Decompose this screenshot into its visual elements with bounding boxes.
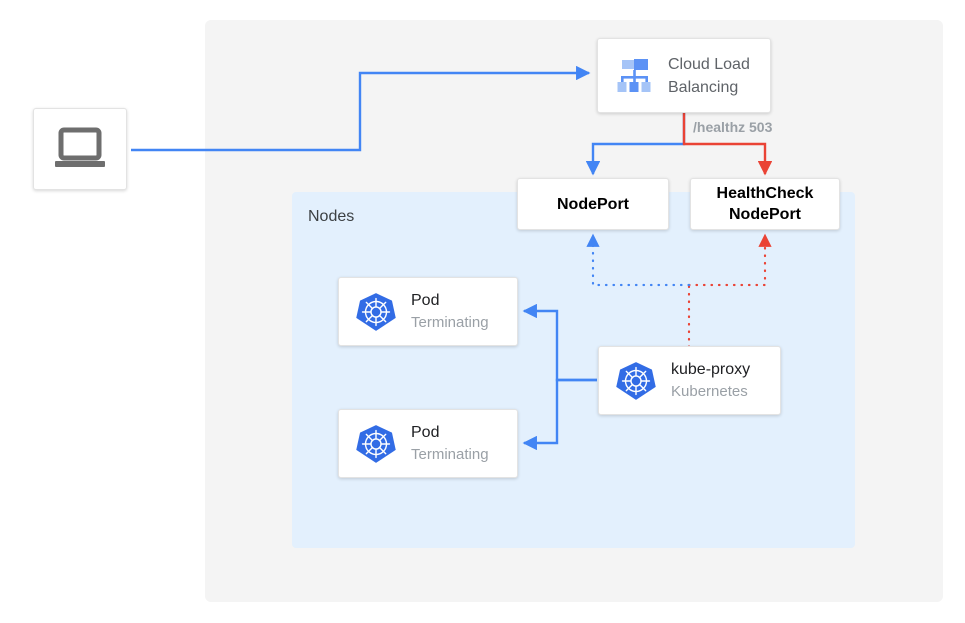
edge-kubeproxy-to-pod-1 [522, 303, 597, 382]
pod-status-1: Terminating [411, 314, 489, 331]
kube-proxy-label: kube-proxy Kubernetes [671, 359, 750, 402]
laptop-icon [52, 126, 108, 172]
pod-title-2: Pod [411, 424, 440, 441]
kube-proxy-node: kube-proxy Kubernetes [598, 346, 781, 415]
healthcheck-nodeport-label-line2: NodePort [729, 206, 801, 223]
healthcheck-nodeport-label-line1: HealthCheck [716, 185, 814, 202]
edge-loadbalancer-to-nodeport [585, 113, 686, 176]
pod-node-2: Pod Terminating [338, 409, 518, 478]
healthcheck-nodeport-node: HealthCheck NodePort [690, 178, 840, 230]
cloud-load-balancing-node: Cloud Load Balancing [597, 38, 771, 113]
pod-node-1: Pod Terminating [338, 277, 518, 346]
pod-title-1: Pod [411, 292, 440, 309]
kube-proxy-subtitle: Kubernetes [671, 383, 748, 400]
nodes-region-label: Nodes [308, 208, 355, 225]
cloud-load-balancing-title-line2: Balancing [668, 78, 739, 96]
nodeport-label: NodePort [557, 195, 629, 213]
pod-label-2: Pod Terminating [411, 422, 489, 465]
kubernetes-icon [355, 291, 397, 333]
edge-kubeproxy-to-healthcheck-dotted [687, 233, 772, 287]
pod-status-2: Terminating [411, 446, 489, 463]
kube-proxy-title: kube-proxy [671, 361, 751, 378]
cloud-load-balancing-label: Cloud Load Balancing [668, 53, 750, 99]
healthz-edge-label: /healthz 503 [693, 119, 773, 135]
nodeport-node: NodePort [517, 178, 669, 230]
edge-kubeproxy-to-nodeport-dotted [586, 233, 691, 287]
kubernetes-icon [615, 360, 657, 402]
edge-client-to-loadbalancer [131, 65, 591, 152]
edge-kubeproxy-to-pod-2 [522, 378, 597, 451]
pod-label-1: Pod Terminating [411, 290, 489, 333]
client-node [33, 108, 127, 190]
cloud-load-balancing-icon [612, 54, 656, 98]
kubernetes-icon [355, 423, 397, 465]
edge-loadbalancer-healthz-to-healthcheck [682, 113, 773, 176]
cloud-load-balancing-title-line1: Cloud Load [668, 55, 750, 73]
